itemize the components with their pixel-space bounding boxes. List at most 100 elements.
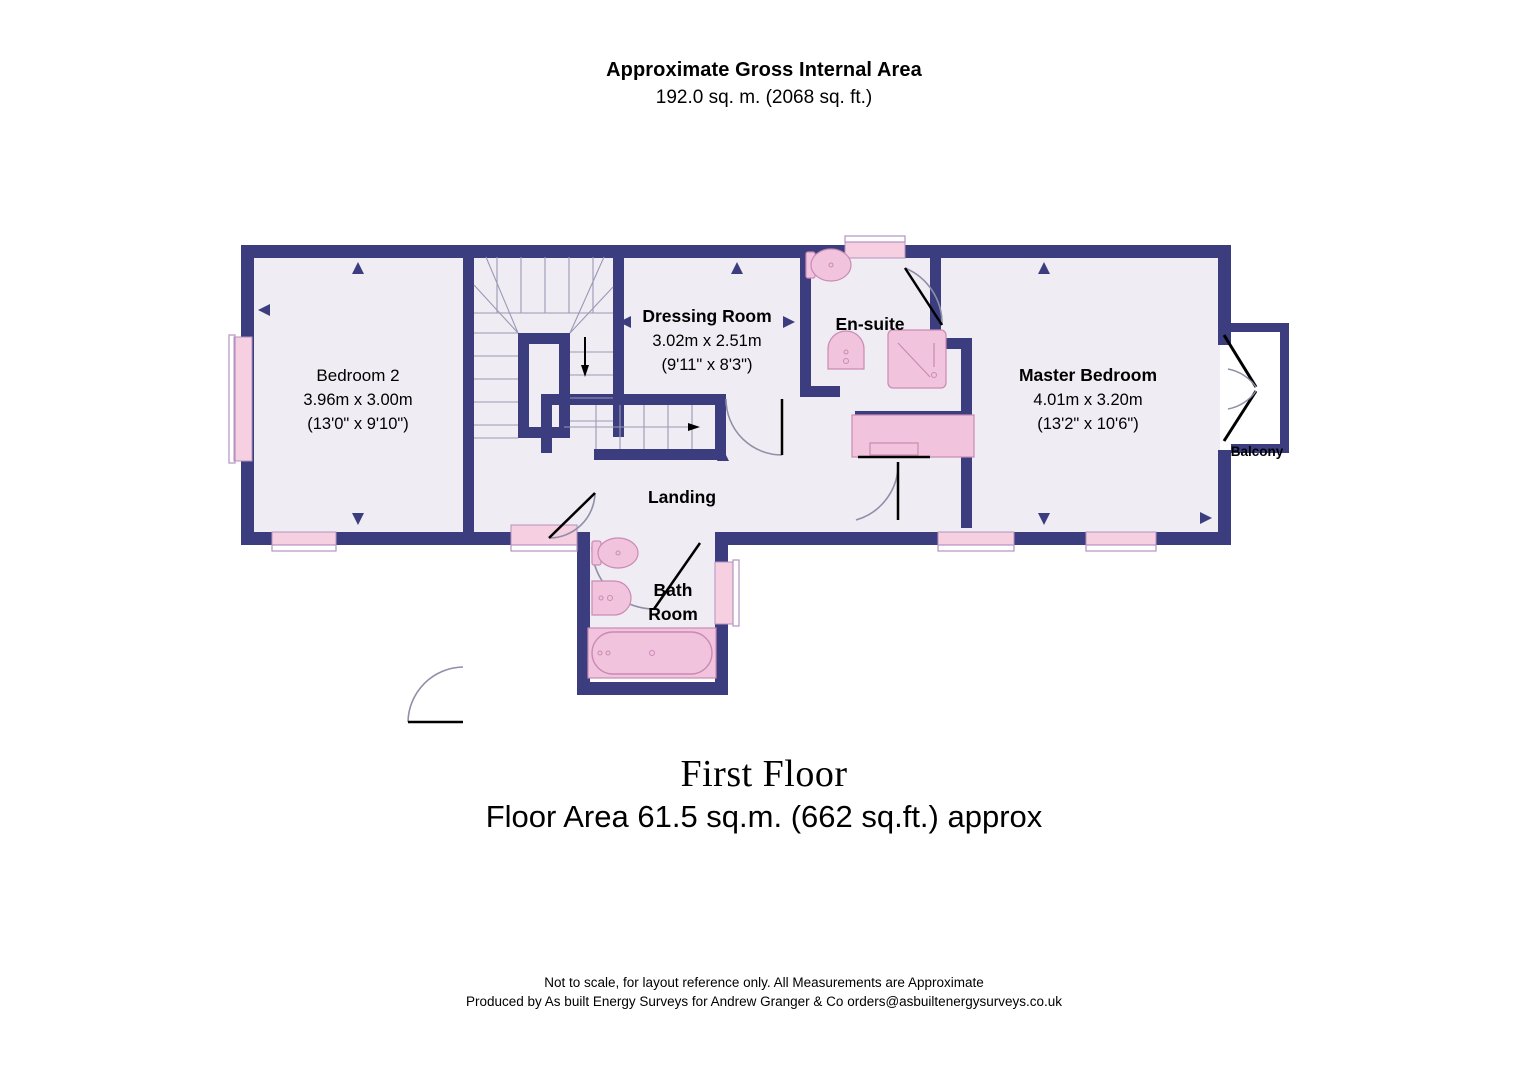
wall-stairwell-right: [559, 333, 570, 438]
window-ensuite-top-sill: [844, 235, 906, 243]
wall-top: [241, 245, 1231, 258]
wc-bowl-bathroom: [597, 537, 639, 569]
wall-ensuite-right-upper: [930, 257, 941, 349]
window-master-bottom-1: [937, 531, 1015, 546]
wc-bowl-ensuite: [810, 248, 852, 282]
stair-winder: [569, 286, 614, 334]
window-master-bottom-2: [1085, 531, 1157, 546]
label-dressing-room-imperial: (9'11" x 8'3"): [661, 356, 752, 374]
basin-bathroom: [591, 580, 632, 616]
door-leaf-landing-left: [548, 492, 596, 539]
balcony-door-arc-upper: [1227, 368, 1257, 388]
shower-waste-ensuite: [931, 372, 937, 378]
label-master-bedroom-imperial: (13'2" x 10'6"): [1037, 415, 1138, 433]
dim-arrow-dressing-left-icon: [619, 316, 631, 328]
balcony-wall-bottom: [1231, 444, 1289, 453]
floor-area: Floor Area 61.5 sq.m. (662 sq.ft.) appro…: [485, 799, 1043, 834]
staircase-upper: [473, 256, 614, 439]
label-bedroom-2-name: Bedroom 2: [316, 366, 399, 385]
wall-right-upper: [1218, 245, 1231, 345]
window-bottom-1-sill: [271, 544, 337, 552]
stair-direction-arrow-icon: [581, 365, 589, 377]
wall-stairwell-left: [518, 333, 529, 438]
wall-bedroom2-partition: [463, 257, 474, 540]
label-dressing-room-name: Dressing Room: [642, 306, 771, 326]
door-arc-landing-left: [548, 492, 596, 539]
door-arc-bedroom2: [407, 666, 464, 723]
basin-tap-ensuite: [843, 349, 849, 355]
wall-stair-dressing: [613, 257, 624, 437]
door-leaf-ensuite: [903, 267, 944, 326]
window-bathroom-right-sill: [732, 559, 740, 627]
balcony-floor: [1231, 323, 1289, 453]
stair-winder: [569, 256, 605, 334]
window-bathroom-right: [714, 561, 734, 625]
window-bedroom2-left-sill: [228, 334, 236, 464]
room-fills: [252, 257, 1220, 675]
window-bottom-1: [271, 531, 337, 546]
fixtures-bathroom: [587, 537, 717, 679]
stair-winder: [485, 256, 519, 334]
dim-arrow-bedroom2-bottom-icon: [352, 513, 364, 525]
window-bedroom2-left: [233, 336, 253, 462]
floorplan-svg: Bedroom 2 3.96m x 3.00m (13'0" x 9'10") …: [228, 235, 1289, 724]
bath-tub: [591, 631, 713, 675]
dimension-arrows: [258, 262, 1212, 525]
dim-arrow-master-top-icon: [1038, 262, 1050, 274]
window-master-bottom-2-sill: [1085, 544, 1157, 552]
label-bath-room-line1: Bath: [654, 580, 693, 600]
floorplan-drawing: Bedroom 2 3.96m x 3.00m (13'0" x 9'10") …: [0, 225, 1528, 725]
basin-waste-bathroom: [607, 595, 613, 601]
footer-disclaimer: Not to scale, for layout reference only.…: [544, 975, 984, 990]
wall-bath-left: [577, 532, 590, 695]
bath-tap-2: [605, 650, 611, 656]
wall-landing-stair-bottom: [594, 449, 726, 460]
label-balcony: Balcony: [1231, 444, 1284, 459]
header: Approximate Gross Internal Area 192.0 sq…: [0, 58, 1528, 110]
basin-tap-bathroom: [598, 595, 604, 601]
dim-arrow-dressing-right-icon: [783, 316, 795, 328]
dim-arrow-master-right-icon: [1200, 512, 1212, 524]
title-block: First Floor Floor Area 61.5 sq.m. (662 s…: [0, 752, 1528, 837]
room-labels: Bedroom 2 3.96m x 3.00m (13'0" x 9'10") …: [303, 306, 1283, 624]
label-landing: Landing: [648, 487, 716, 507]
door-leaf-bathroom: [652, 542, 702, 610]
label-dressing-room-metric: 3.02m x 2.51m: [652, 332, 761, 350]
wall-right-lower: [1218, 450, 1231, 545]
window-master-bottom-1-sill: [937, 544, 1015, 552]
wall-ensuite-step: [930, 338, 972, 349]
wall-ensuite-lower-left: [800, 386, 840, 397]
balcony: [1222, 323, 1289, 453]
balcony-wall-right: [1280, 323, 1289, 453]
wall-landing-stair-top: [541, 394, 726, 405]
fixtures-ensuite: [805, 248, 975, 459]
floor-name: First Floor: [680, 753, 848, 795]
windows: [228, 235, 1157, 627]
basin-waste-ensuite: [843, 358, 849, 364]
gross-internal-area-title: Approximate Gross Internal Area: [606, 59, 922, 81]
door-arc-ensuite: [904, 267, 943, 326]
shower-line-ensuite-1: [897, 342, 931, 378]
label-master-bedroom-name: Master Bedroom: [1019, 365, 1157, 385]
main-floor-fill: [252, 257, 1220, 543]
wall-bath-bottom: [577, 682, 728, 695]
dim-arrow-landing-icon: [717, 449, 729, 461]
wall-ensuite-left: [800, 257, 811, 397]
balcony-door-leaf-lower: [1222, 390, 1258, 442]
bath-tap: [597, 650, 603, 656]
door-arc-dressing: [725, 398, 783, 456]
dim-arrow-master-bottom-icon: [1038, 513, 1050, 525]
dim-arrow-bedroom2-top-icon: [352, 262, 364, 274]
stair-landing-direction-arrow-icon: [688, 423, 700, 431]
balcony-door-arc-lower: [1227, 390, 1257, 410]
stair-winder: [473, 284, 519, 334]
label-bedroom-2-imperial: (13'0" x 9'10"): [307, 415, 408, 433]
dim-arrow-dressing-top-icon: [731, 262, 743, 274]
balcony-wall-top: [1231, 323, 1289, 332]
balcony-door-leaf-upper: [1222, 334, 1258, 388]
window-ensuite-top: [844, 241, 906, 259]
wc-detail-ensuite: [828, 262, 834, 268]
shower-tray-ensuite: [887, 329, 947, 389]
dim-arrow-bedroom2-left-icon: [258, 304, 270, 316]
